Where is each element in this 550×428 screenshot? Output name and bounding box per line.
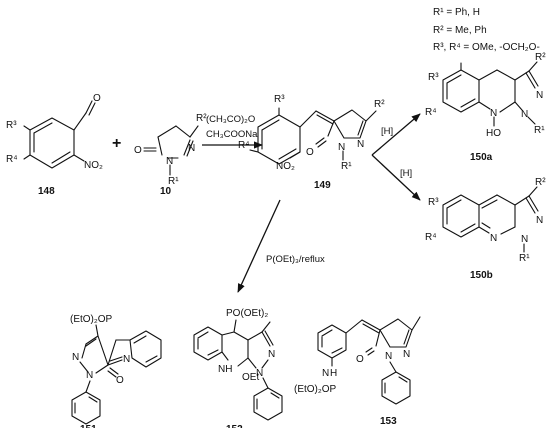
atom-R2-150a: R² [535, 52, 546, 63]
atom-R2-149: R² [374, 99, 385, 110]
atom-N2-153: N [403, 349, 410, 360]
atom-HO-150a: HO [486, 128, 501, 139]
atom-R2-150b: R² [535, 177, 546, 188]
atom-N2-151: N [72, 352, 79, 363]
reagent-sodium-acetate: CH₃COONa [206, 129, 258, 140]
atom-R3-148: R³ [6, 120, 17, 131]
atom-PO-OEt2-152: PO(OEt)₂ [226, 308, 268, 319]
atom-R4-150b: R⁴ [425, 232, 437, 243]
label-150b: 150b [470, 270, 493, 281]
atom-N2-149: N [357, 139, 364, 150]
atom-N1-150b: N [521, 234, 528, 245]
atom-N1-153: N [385, 351, 392, 362]
reagent-reduction-a: [H] [381, 126, 393, 137]
structure-148: O NO₂ R³ R⁴ [6, 93, 103, 171]
arrow-step4 [237, 199, 281, 293]
atom-NH-152: NH [218, 364, 232, 375]
label-149: 149 [314, 180, 331, 191]
atom-N-153: N [322, 368, 329, 379]
reagent-acetic-anhydride: (CH₃CO)₂O [206, 114, 255, 125]
structure-153: O N N H N (EtO)₂OP [294, 316, 421, 405]
label-148: 148 [38, 186, 55, 197]
atom-EtO2OP-153: (EtO)₂OP [294, 384, 337, 395]
atom-R2-10: R² [196, 113, 207, 124]
atom-N1-150a: N [521, 109, 528, 120]
atom-N1-10: N [166, 156, 173, 167]
structure-149: R² O N N R¹ NO₂ R³ R⁴ [238, 94, 385, 172]
atom-R4-148: R⁴ [6, 154, 18, 165]
atom-O-10: O [134, 145, 142, 156]
atom-R1-150a: R¹ [534, 125, 545, 136]
arrow-step2 [371, 113, 421, 156]
atom-R1-150b: R¹ [519, 253, 530, 264]
atom-N1-152: N [256, 368, 263, 379]
atom-R3-150a: R³ [428, 72, 439, 83]
atom-R3-149: R³ [274, 94, 285, 105]
arrow-step3 [371, 154, 421, 201]
atom-OEt-152: OEt [242, 372, 259, 383]
atom-R1-149: R¹ [341, 161, 352, 172]
atom-R1-10: R¹ [168, 176, 179, 187]
legend-r1: R¹ = Ph, H [433, 7, 480, 18]
atom-R3-150b: R³ [428, 197, 439, 208]
structure-152: PO(OEt)₂ NH N N OEt [193, 308, 283, 421]
label-151: 151 [80, 424, 97, 428]
atom-N1-149: N [338, 142, 345, 153]
atom-NO2-149: NO₂ [276, 161, 295, 172]
atom-N2-152: N [268, 349, 275, 360]
atom-O-153: O [356, 354, 364, 365]
label-10: 10 [160, 186, 172, 197]
reagent-triethyl-phosphite: P(OEt)₃/reflux [266, 254, 325, 265]
label-150a: 150a [470, 152, 493, 163]
atom-N1-151: N [86, 370, 93, 381]
atom-N-151: N [123, 354, 130, 365]
atom-NH-153: H [330, 368, 337, 379]
atom-O-149: O [306, 147, 314, 158]
reagent-reduction-b: [H] [400, 168, 412, 179]
atom-N2-150a: N [536, 90, 543, 101]
legend-r34: R³, R⁴ = OMe, -OCH₂O- [433, 42, 540, 53]
structure-150a: N N N R² R¹ HO R³ R⁴ [425, 52, 546, 139]
label-152: 152 [226, 424, 243, 428]
atom-N-150b: N [490, 233, 497, 244]
structure-150b: N N N R² R¹ R³ R⁴ [425, 177, 546, 264]
atom-O-148: O [93, 93, 101, 104]
atom-EtO2OP-151: (EtO)₂OP [70, 314, 113, 325]
atom-R4-150a: R⁴ [425, 107, 437, 118]
atom-NO2-148: NO₂ [84, 160, 103, 171]
plus-sign: + [112, 135, 121, 152]
structure-151: (EtO)₂OP N N O N [70, 314, 162, 425]
legend-r2: R² = Me, Ph [433, 25, 487, 36]
atom-O-151: O [116, 375, 124, 386]
substituent-legend: R¹ = Ph, H R² = Me, Ph R³, R⁴ = OMe, -OC… [433, 7, 540, 53]
atom-N2-150b: N [536, 215, 543, 226]
atom-N2-10: N [188, 143, 195, 154]
atom-N-150a: N [490, 108, 497, 119]
structure-10: O N N R² R¹ [134, 113, 207, 187]
atom-R4-149: R⁴ [238, 140, 250, 151]
label-153: 153 [380, 416, 397, 427]
